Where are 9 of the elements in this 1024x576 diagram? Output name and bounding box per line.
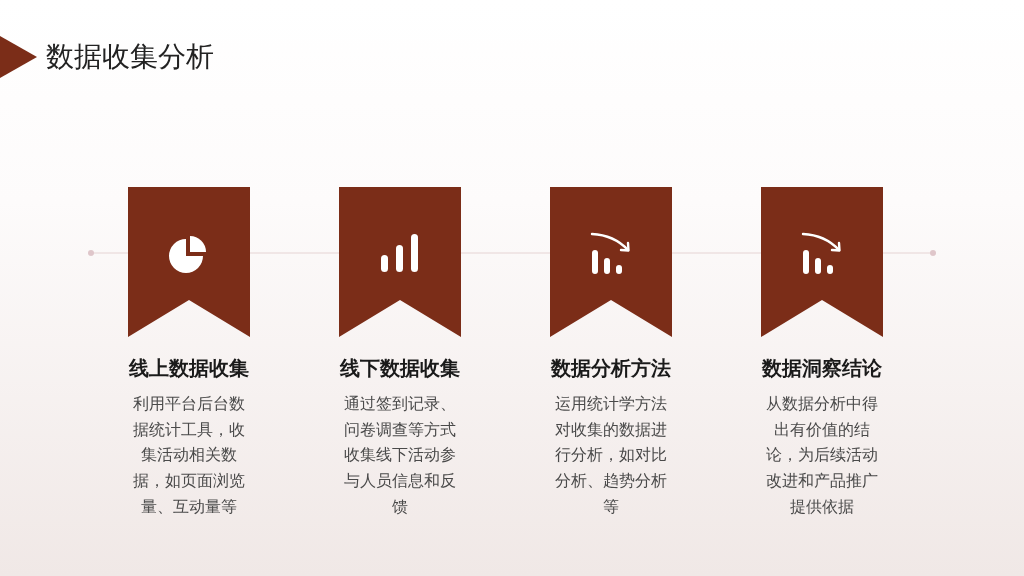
- step-title: 线上数据收集: [129, 355, 249, 382]
- step-description: 运用统计学方法对收集的数据进行分析，如对比分析、趋势分析等: [554, 393, 668, 518]
- step-title: 数据洞察结论: [762, 355, 882, 382]
- step-title: 数据分析方法: [551, 355, 671, 382]
- slide-title: 数据收集分析: [46, 40, 214, 74]
- step-title: 线下数据收集: [340, 355, 460, 382]
- step-description: 从数据分析中得出有价值的结论，为后续活动改进和产品推广提供依据: [765, 393, 879, 518]
- step-description: 利用平台后台数据统计工具，收集活动相关数据，如页面浏览量、互动量等: [132, 393, 246, 518]
- step-description: 通过签到记录、问卷调查等方式收集线下活动参与人员信息和反馈: [343, 393, 457, 518]
